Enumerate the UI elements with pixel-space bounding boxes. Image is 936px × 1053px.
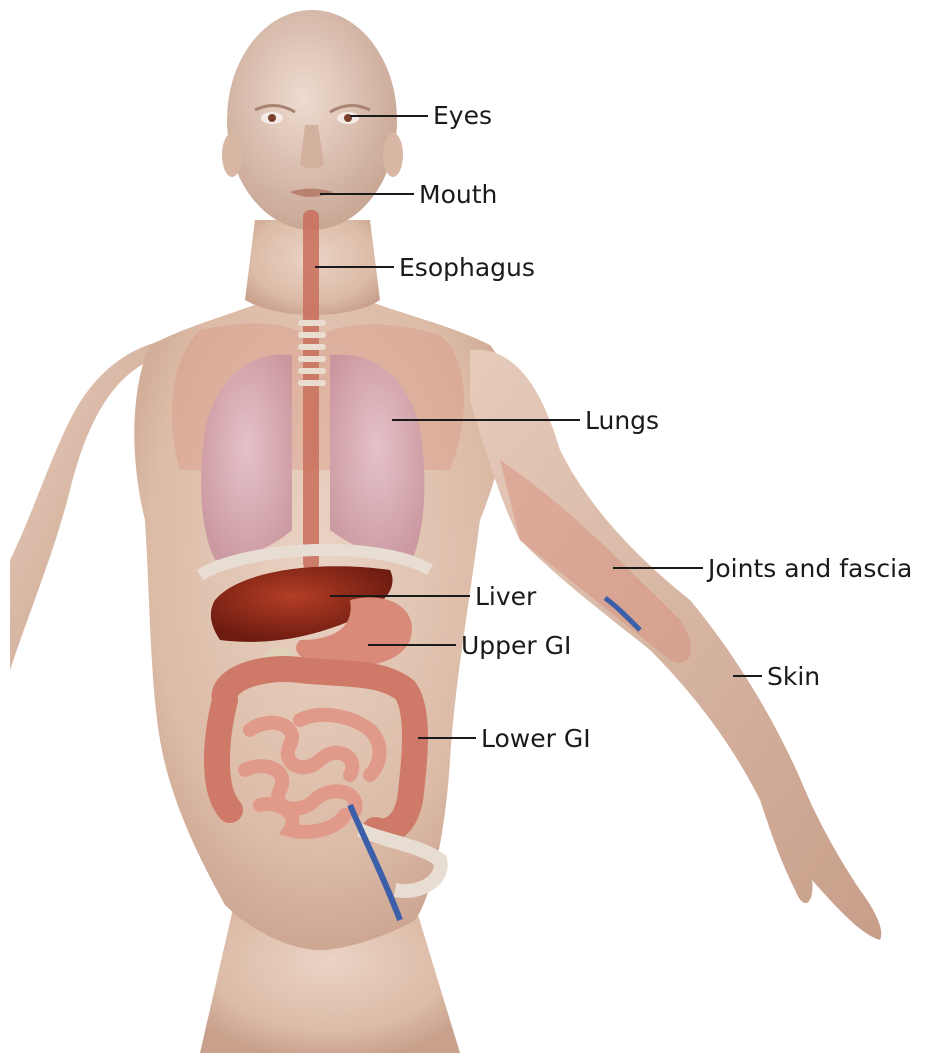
- head: [227, 10, 397, 230]
- right-ear: [383, 133, 403, 177]
- label-esophagus: Esophagus: [399, 253, 535, 282]
- label-upper-gi: Upper GI: [461, 631, 571, 660]
- label-liver: Liver: [475, 582, 537, 611]
- left-ear: [222, 133, 242, 177]
- label-joints-and-fascia: Joints and fascia: [706, 554, 912, 583]
- label-mouth: Mouth: [419, 180, 497, 209]
- body-silhouette: [10, 10, 881, 1053]
- label-lower-gi: Lower GI: [481, 724, 591, 753]
- label-eyes: Eyes: [433, 101, 492, 130]
- label-lungs: Lungs: [585, 406, 659, 435]
- label-skin: Skin: [767, 662, 820, 691]
- esophagus-tube: [303, 210, 319, 570]
